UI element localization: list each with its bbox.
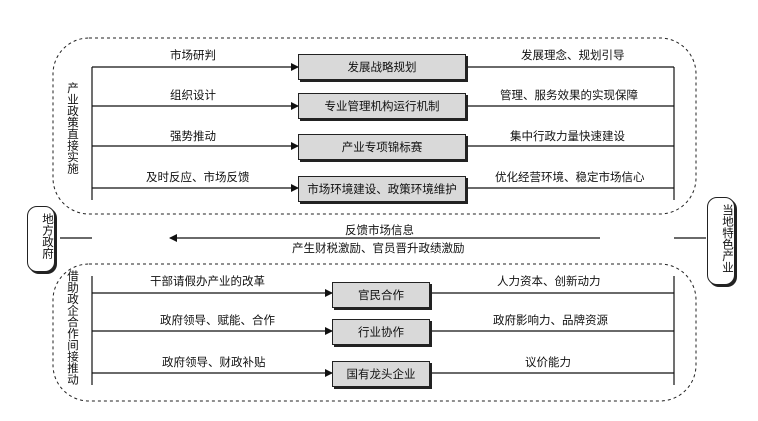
- local-industry-label: 当地特色产业: [721, 204, 735, 273]
- direct-row-4-box: 市场环境建设、政策环境维护: [298, 176, 466, 202]
- direct-row-3-left: 强势推动: [170, 129, 216, 143]
- direct-section-outline: [52, 37, 697, 215]
- direct-row-2-left: 组织设计: [170, 88, 216, 102]
- indirect-row-3-right: 议价能力: [525, 355, 571, 369]
- direct-row-1-right: 发展理念、规划引导: [521, 48, 625, 62]
- indirect-row-3-box: 国有龙头企业: [332, 361, 430, 387]
- indirect-row-1-left: 干部请假办产业的改革: [150, 274, 265, 288]
- direct-row-1-left: 市场研判: [170, 48, 216, 62]
- local-industry-node: 当地特色产业: [707, 197, 735, 285]
- indirect-section-label: 借助政企合作间接推动: [66, 270, 80, 385]
- indirect-row-2-right: 政府影响力、品牌资源: [493, 313, 608, 327]
- indirect-row-2-box: 行业协作: [332, 319, 430, 345]
- direct-row-1-box: 发展战略规划: [298, 54, 466, 80]
- direct-row-2-box: 专业管理机构运行机制: [298, 93, 466, 119]
- feedback-line-2: 产生财税激励、官员晋升政绩激励: [292, 241, 465, 255]
- local-government-label: 地方政府: [41, 213, 55, 259]
- indirect-row-1-right: 人力资本、创新动力: [497, 274, 601, 288]
- local-government-node: 地方政府: [27, 206, 55, 272]
- feedback-line-1: 反馈市场信息: [345, 223, 414, 237]
- indirect-row-1-box: 官民合作: [332, 282, 430, 308]
- direct-row-3-right: 集中行政力量快速建设: [510, 129, 625, 143]
- indirect-row-2-left: 政府领导、赋能、合作: [160, 313, 275, 327]
- indirect-section-outline: [52, 263, 697, 402]
- direct-row-2-right: 管理、服务效果的实现保障: [500, 88, 638, 102]
- indirect-row-3-left: 政府领导、财政补贴: [162, 355, 266, 369]
- direct-row-4-left: 及时反应、市场反馈: [146, 170, 250, 184]
- direct-row-3-box: 产业专项锦标赛: [298, 134, 466, 160]
- direct-section-label: 产业政策直接实施: [66, 82, 80, 174]
- direct-row-4-right: 优化经营环境、稳定市场信心: [495, 170, 645, 184]
